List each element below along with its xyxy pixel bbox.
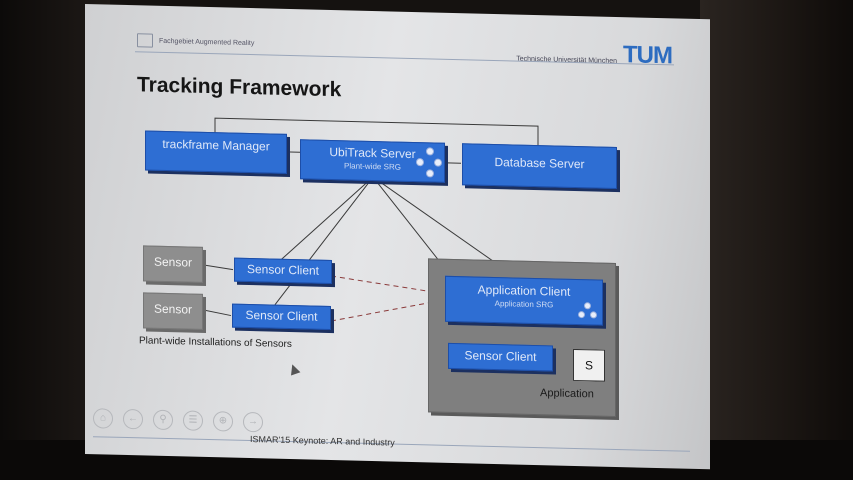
search-icon[interactable]: ⚲ bbox=[153, 409, 173, 431]
application-label: Application bbox=[540, 387, 594, 401]
trackframe-manager-box: trackframe Manager bbox=[145, 130, 287, 174]
sensor-client-box-2: Sensor Client bbox=[232, 303, 331, 331]
menu-icon[interactable]: ☰ bbox=[183, 410, 203, 431]
app-graph-icon bbox=[578, 302, 598, 322]
app-sensor-client-label: Sensor Client bbox=[464, 348, 537, 365]
room-wall-right bbox=[700, 0, 853, 480]
sensor-label-2: Sensor bbox=[153, 301, 193, 317]
application-client-box: Application Client Application SRG bbox=[445, 275, 603, 326]
home-icon[interactable]: ⌂ bbox=[93, 408, 113, 429]
connector-lines bbox=[202, 117, 572, 368]
sensor-box-2: Sensor bbox=[143, 292, 203, 330]
network-graph-icon bbox=[416, 147, 444, 178]
s-box-label: S bbox=[584, 358, 593, 373]
slide-nav-controls[interactable]: ⌂ ← ⚲ ☰ ⊕ → bbox=[93, 408, 263, 433]
back-icon[interactable]: ← bbox=[123, 408, 143, 430]
sensor-box-1: Sensor bbox=[143, 245, 203, 283]
next-icon[interactable]: → bbox=[243, 411, 263, 433]
trackframe-manager-label: trackframe Manager bbox=[162, 136, 270, 154]
app-sensor-client-box: Sensor Client bbox=[448, 342, 553, 372]
database-server-label: Database Server bbox=[494, 155, 585, 172]
sensor-label-1: Sensor bbox=[153, 254, 193, 270]
sensor-client-label-2: Sensor Client bbox=[245, 307, 318, 324]
sensor-client-box-1: Sensor Client bbox=[234, 257, 332, 285]
s-box: S bbox=[573, 348, 605, 382]
sensor-client-label-1: Sensor Client bbox=[246, 261, 320, 278]
ubitrack-server-label: UbiTrack Server bbox=[329, 144, 416, 162]
projected-slide: Fachgebiet Augmented Reality Technische … bbox=[85, 4, 710, 470]
ubitrack-server-box: UbiTrack Server Plant-wide SRG bbox=[300, 139, 445, 183]
database-server-box: Database Server bbox=[462, 143, 617, 190]
application-client-label: Application Client bbox=[477, 282, 571, 299]
zoom-icon[interactable]: ⊕ bbox=[213, 411, 233, 432]
